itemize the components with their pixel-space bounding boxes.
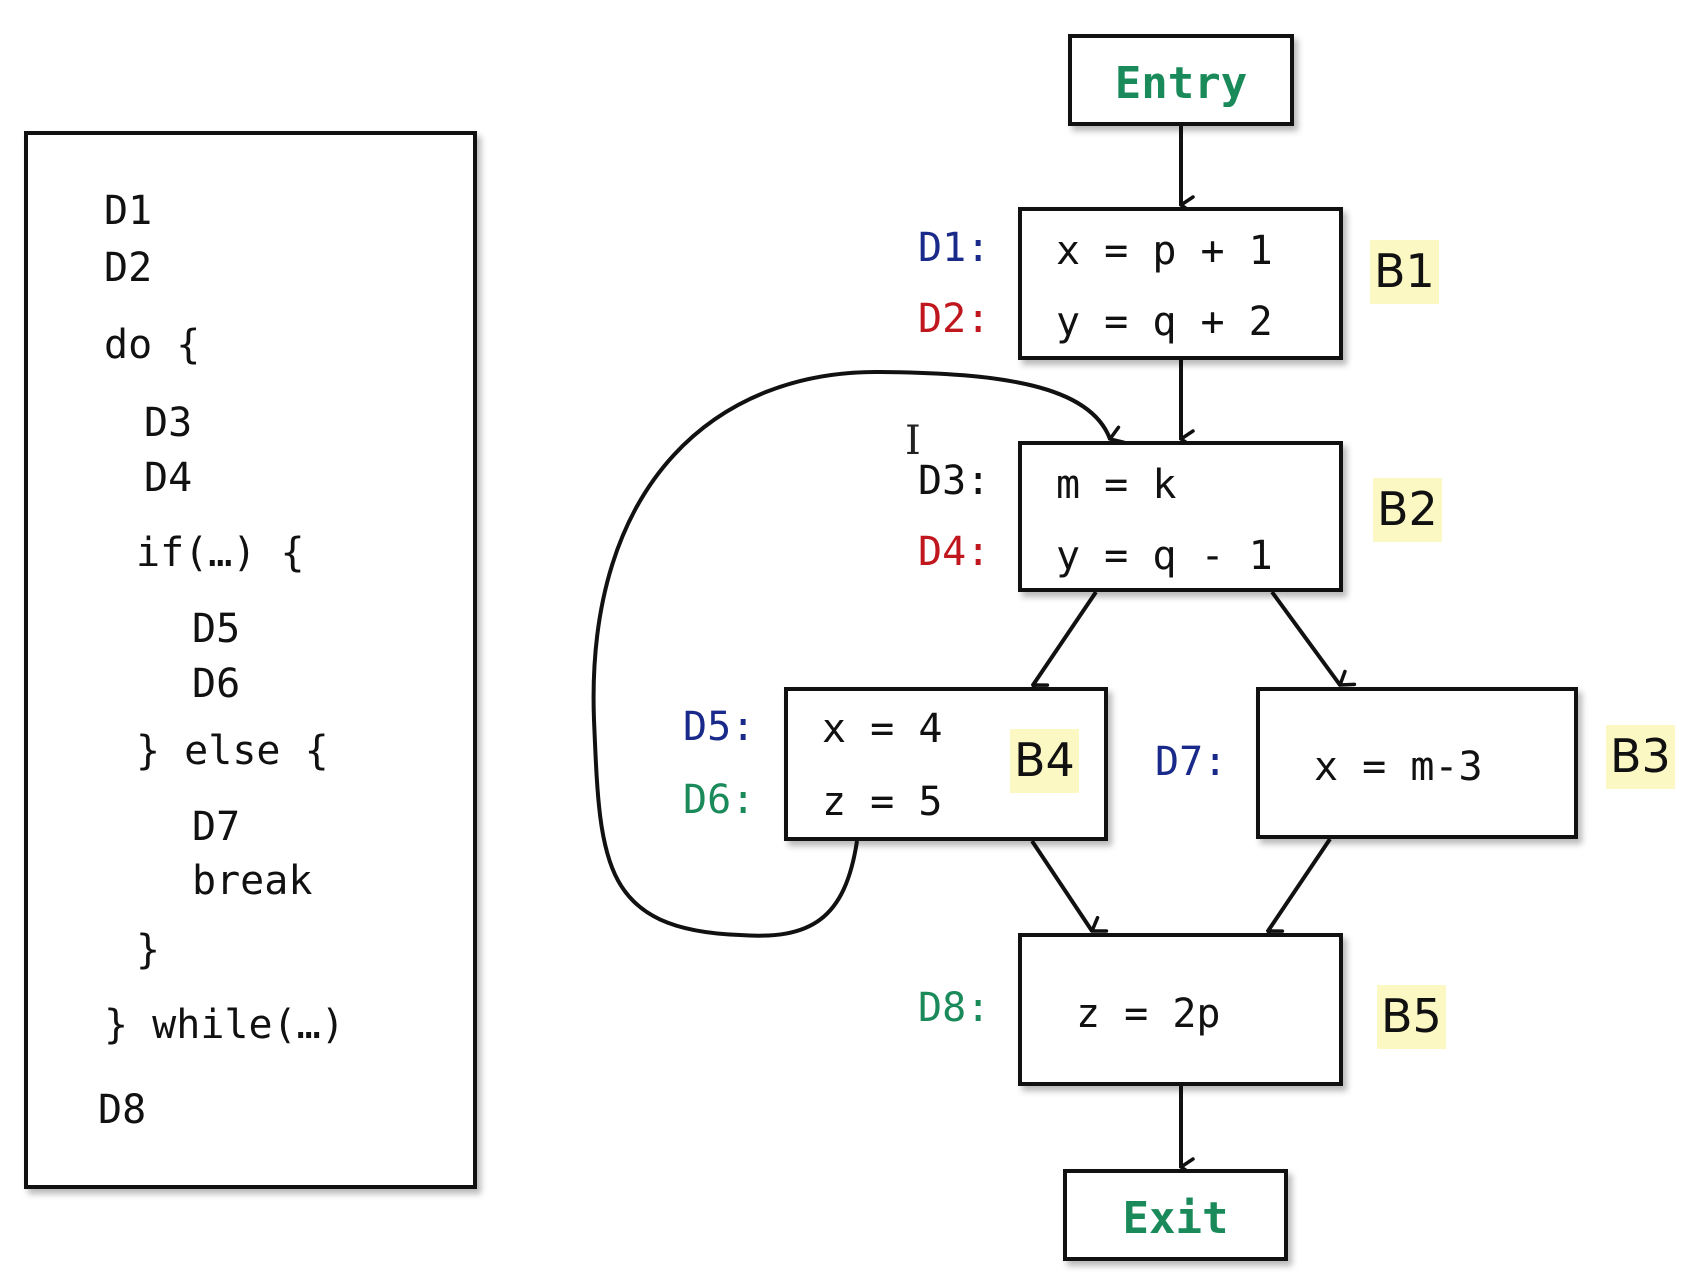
code-line-d6: D6 <box>192 661 241 707</box>
block-b1: x = p + 1 y = q + 2 <box>1018 207 1343 360</box>
block-label-b2: B2 <box>1373 478 1442 542</box>
def-label-d5: D5: <box>683 704 756 750</box>
text-cursor-icon: I <box>905 418 921 464</box>
code-line-d1: D1 <box>104 188 153 234</box>
stmt-d6: z = 5 <box>822 779 943 825</box>
code-line-d4: D4 <box>144 455 193 501</box>
entry-label: Entry <box>1114 58 1248 109</box>
block-b4: x = 4 z = 5 B4 <box>784 687 1108 841</box>
code-line-d7: D7 <box>192 804 241 850</box>
exit-label: Exit <box>1122 1193 1229 1244</box>
def-label-d6: D6: <box>683 777 756 823</box>
edge-b3-b5 <box>1268 837 1332 931</box>
block-b3: x = m-3 <box>1256 687 1578 839</box>
code-line-d2: D2 <box>104 245 153 291</box>
code-line-d8: D8 <box>98 1087 147 1133</box>
edge-b2-b3 <box>1270 590 1340 685</box>
block-b5: z = 2p <box>1018 933 1343 1086</box>
code-line-d5: D5 <box>192 606 241 652</box>
stmt-d3: m = k <box>1056 462 1177 508</box>
code-line-d3: D3 <box>144 400 193 446</box>
def-label-d8: D8: <box>918 985 991 1031</box>
entry-node: Entry <box>1068 34 1294 126</box>
stmt-d4: y = q - 1 <box>1056 533 1273 579</box>
exit-node: Exit <box>1063 1169 1288 1261</box>
stmt-d8: z = 2p <box>1076 991 1221 1037</box>
def-label-d1: D1: <box>918 225 991 271</box>
source-code-panel: D1 D2 do { D3 D4 if(…) { D5 D6 } else { … <box>24 131 477 1189</box>
def-label-d3: D3: <box>918 458 991 504</box>
stmt-d1: x = p + 1 <box>1056 228 1273 274</box>
block-label-b1: B1 <box>1370 240 1439 304</box>
block-label-b4: B4 <box>1010 729 1079 793</box>
stmt-d7: x = m-3 <box>1314 744 1483 790</box>
block-label-b5: B5 <box>1377 985 1446 1049</box>
code-line-else: } else { <box>136 728 329 774</box>
stmt-d2: y = q + 2 <box>1056 299 1273 345</box>
def-label-d7: D7: <box>1155 739 1228 785</box>
block-label-b3: B3 <box>1606 725 1675 789</box>
code-line-close-if: } <box>136 927 161 973</box>
block-b2: m = k y = q - 1 <box>1018 441 1343 592</box>
def-label-d2: D2: <box>918 296 991 342</box>
code-line-do: do { <box>104 322 201 368</box>
stmt-d5: x = 4 <box>822 706 943 752</box>
edge-b2-b4 <box>1033 590 1098 685</box>
edge-b4-b5 <box>1030 839 1092 931</box>
code-line-break: break <box>192 858 313 904</box>
code-line-while: } while(…) <box>104 1002 345 1048</box>
def-label-d4: D4: <box>918 529 991 575</box>
code-line-if: if(…) { <box>136 530 305 576</box>
